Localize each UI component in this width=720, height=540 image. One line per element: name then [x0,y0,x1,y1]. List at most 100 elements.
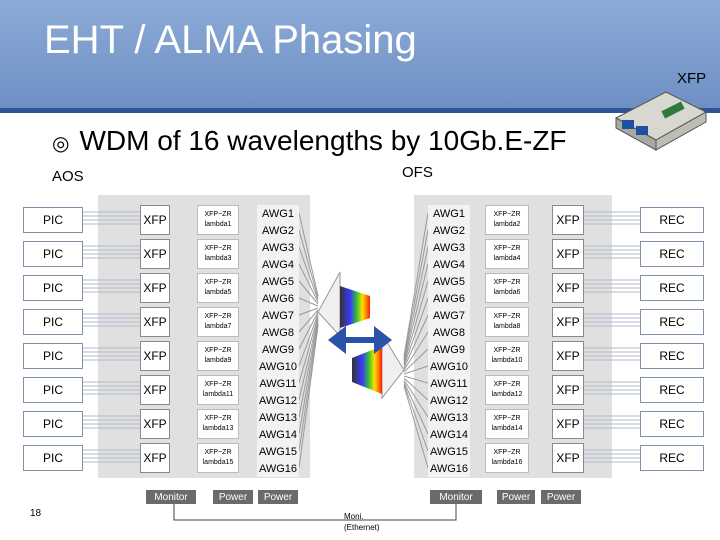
xfp-zr-name: XFP−ZR [204,313,232,320]
title-divider [0,108,720,113]
xfp-module-aos: XFP [140,239,170,269]
awg-port-aos: AWG4 [257,256,299,273]
power-label-left-2: Power [258,490,298,504]
xfp-module-ofs: XFP [552,443,584,473]
bullet-text: WDM of 16 wavelengths by 10Gb.E-ZF [79,125,567,156]
wavelength-label: lambda5 [204,289,232,296]
wavelength-label: lambda9 [204,357,232,364]
xfp-module-aos: XFP [140,205,170,235]
slide-title: EHT / ALMA Phasing [44,18,417,62]
monitor-ethernet-note: Moni. (Ethernet) [344,511,380,533]
xfp-module-ofs: XFP [552,341,584,371]
awg-port-aos: AWG10 [257,358,299,375]
awg-port-aos: AWG8 [257,324,299,341]
power-label-right-2: Power [541,490,581,504]
awg-port-aos: AWG7 [257,307,299,324]
awg-port-ofs: AWG15 [428,443,470,460]
xfp-zr-transmitter: XFP−ZR lambda1 [197,205,239,235]
awg-port-aos: AWG16 [257,460,299,477]
xfp-zr-name: XFP−ZR [493,415,521,422]
fiber-link-arrow [328,326,392,354]
awg-port-ofs: AWG11 [428,375,470,392]
prism-left-icon [317,271,370,338]
ofs-section-label: OFS [402,164,433,181]
wavelength-label: lambda8 [493,323,521,330]
xfp-zr-name: XFP−ZR [204,347,232,354]
xfp-module-aos: XFP [140,307,170,337]
wavelength-label: lambda6 [493,289,521,296]
awg-fan-out-left [298,212,319,469]
monitor-link-line [173,504,457,521]
pic-box: PIC [23,377,83,403]
rec-box: REC [640,207,704,233]
xfp-photo-label: XFP [677,70,707,87]
wavelength-label: lambda1 [204,221,232,228]
wavelength-label: lambda10 [491,357,523,364]
wavelength-label: lambda13 [202,425,234,432]
title-banner [0,0,720,108]
xfp-zr-name: XFP−ZR [204,211,232,218]
monitor-label-left: Monitor [146,490,196,504]
awg-port-ofs: AWG3 [428,239,470,256]
awg-port-ofs: AWG10 [428,358,470,375]
xfp-module-ofs: XFP [552,239,584,269]
prism-right-icon [352,332,405,400]
rec-box: REC [640,445,704,471]
awg-port-ofs: AWG1 [428,205,470,222]
rec-box: REC [640,275,704,301]
xfp-zr-receiver: XFP−ZR lambda8 [485,307,529,337]
awg-port-aos: AWG6 [257,290,299,307]
xfp-zr-name: XFP−ZR [493,313,521,320]
bullet-icon: ◎ [52,133,70,155]
xfp-zr-name: XFP−ZR [204,279,232,286]
aos-section-label: AOS [52,168,84,185]
awg-port-ofs: AWG5 [428,273,470,290]
power-label-right-1: Power [497,490,535,504]
xfp-zr-transmitter: XFP−ZR lambda9 [197,341,239,371]
rec-box: REC [640,343,704,369]
awg-fan-in-right [403,212,429,469]
awg-port-ofs: AWG16 [428,460,470,477]
moni-line-2: (Ethernet) [344,523,380,532]
rec-box: REC [640,241,704,267]
power-label-left-1: Power [213,490,253,504]
moni-line-1: Moni. [344,512,364,521]
awg-port-aos: AWG14 [257,426,299,443]
pic-box: PIC [23,343,83,369]
awg-port-ofs: AWG2 [428,222,470,239]
rec-box: REC [640,377,704,403]
awg-port-ofs: AWG6 [428,290,470,307]
pic-box: PIC [23,411,83,437]
awg-port-ofs: AWG13 [428,409,470,426]
awg-port-aos: AWG9 [257,341,299,358]
pic-box: PIC [23,207,83,233]
awg-port-aos: AWG5 [257,273,299,290]
xfp-module-aos: XFP [140,273,170,303]
wavelength-label: lambda4 [493,255,521,262]
pic-box: PIC [23,309,83,335]
xfp-zr-name: XFP−ZR [493,279,521,286]
xfp-module-ofs: XFP [552,409,584,439]
xfp-zr-receiver: XFP−ZR lambda14 [485,409,529,439]
xfp-module-ofs: XFP [552,205,584,235]
awg-port-ofs: AWG8 [428,324,470,341]
awg-port-ofs: AWG7 [428,307,470,324]
xfp-module-aos: XFP [140,341,170,371]
wavelength-label: lambda14 [491,425,523,432]
pic-box: PIC [23,445,83,471]
xfp-zr-name: XFP−ZR [204,381,232,388]
ofs-link-lines [584,211,640,463]
xfp-zr-name: XFP−ZR [493,245,521,252]
xfp-module-aos: XFP [140,409,170,439]
xfp-zr-receiver: XFP−ZR lambda6 [485,273,529,303]
page-number: 18 [30,508,42,519]
wavelength-label: lambda12 [491,391,523,398]
rec-box: REC [640,411,704,437]
awg-port-aos: AWG12 [257,392,299,409]
